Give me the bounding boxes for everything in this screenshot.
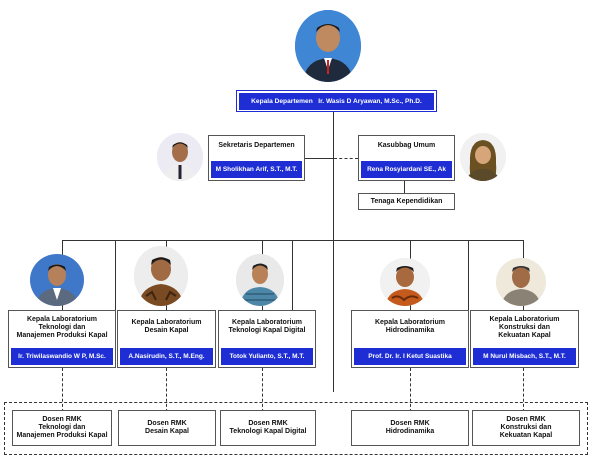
lecturer-group-node: Dosen RMK Teknologi Kapal Digital [220,410,316,446]
subdivision-name: Rena Rosyiardani SE., Ak [361,161,452,178]
lab-head-photo [496,258,546,306]
lab-head-photo [134,246,188,306]
lecturer-group-node: Dosen RMK Hidrodinamika [351,410,469,446]
person-portrait-icon [30,254,84,306]
lecturer-group-container [4,402,588,455]
lab-head-name: M Nurul Misbach, S.T., M.T. [473,348,576,365]
lab-head-node: Kepala Laboratorium Konstruksi dan Kekua… [470,310,579,368]
lab-title: Kepala Laboratorium Hidrodinamika [374,319,445,334]
lab-head-photo [30,254,84,306]
lab-head-node: Kepala Laboratorium Teknologi dan Manaje… [8,310,116,368]
connector-line [523,368,524,412]
connector-line [410,368,411,412]
lab-title: Kepala Laboratorium Teknologi Kapal Digi… [228,319,306,334]
connector-line [334,158,358,159]
connector-line [404,180,405,193]
person-portrait-icon [460,133,506,181]
person-portrait-icon [380,258,430,306]
lab-head-node: Kepala Laboratorium Hidrodinamika Prof. … [351,310,469,368]
person-portrait-icon [236,254,284,306]
lab-title: Kepala Laboratorium Teknologi dan Manaje… [16,316,108,339]
subdivision-node: Kasubbag Umum Rena Rosyiardani SE., Ak [358,135,455,181]
person-portrait-icon [134,246,188,306]
lecturer-group-node: Dosen RMK Konstruksi dan Kekuatan Kapal [472,410,580,446]
connector-line [333,112,334,392]
head-photo [295,10,361,82]
lecturer-group-node: Dosen RMK Desain Kapal [118,410,216,446]
staff-node: Tenaga Kependidikan [358,193,455,210]
lab-head-name: A.Nasirudin, S.T., M.Eng. [120,348,213,365]
lecturer-group-label: Dosen RMK Teknologi Kapal Digital [229,420,307,435]
lecturer-group-node: Dosen RMK Teknologi dan Manajemen Produk… [12,410,112,446]
head-name: Ir. Wasis D Aryawan, M.Sc., Ph.D. [318,98,422,105]
subdivision-title: Kasubbag Umum [377,142,436,149]
person-portrait-icon [295,10,361,82]
secretary-name: M Sholikhan Arif, S.T., M.T. [211,161,302,178]
lecturer-group-label: Dosen RMK Desain Kapal [145,420,189,435]
secretary-title: Sekretaris Departemen [218,142,295,149]
head-title: Kepala Departemen [251,98,313,105]
staff-title: Tenaga Kependidikan [370,198,443,205]
lab-title: Kepala Laboratorium Desain Kapal [131,319,202,334]
connector-line [292,240,293,310]
person-portrait-icon [496,258,546,306]
connector-line [303,158,333,159]
connector-line [115,240,116,310]
lab-head-name: Totok Yulianto, S.T., M.T. [221,348,313,365]
connector-line [262,368,263,412]
head-name-bar: Kepala Departemen Ir. Wasis D Aryawan, M… [239,93,434,110]
lab-head-photo [380,258,430,306]
lab-title: Kepala Laboratorium Konstruksi dan Kekua… [489,316,560,339]
secretary-node: Sekretaris Departemen M Sholikhan Arif, … [208,135,305,181]
connector-line [468,240,469,310]
person-portrait-icon [157,133,203,181]
connector-line [62,368,63,412]
lab-head-node: Kepala Laboratorium Teknologi Kapal Digi… [218,310,316,368]
lab-head-node: Kepala Laboratorium Desain Kapal A.Nasir… [117,310,216,368]
lecturer-group-label: Dosen RMK Hidrodinamika [385,420,435,435]
lab-head-photo [236,254,284,306]
lecturer-group-label: Dosen RMK Konstruksi dan Kekuatan Kapal [499,416,553,439]
subdivision-photo [460,133,506,181]
secretary-photo [157,133,203,181]
lecturer-group-label: Dosen RMK Teknologi dan Manajemen Produk… [16,416,108,439]
lab-head-name: Prof. Dr. Ir. I Ketut Suastika [354,348,466,365]
lab-head-name: Ir. Triwilaswandio W P, M.Sc. [11,348,113,365]
connector-line [166,368,167,412]
head-node: Kepala Departemen Ir. Wasis D Aryawan, M… [236,90,437,112]
